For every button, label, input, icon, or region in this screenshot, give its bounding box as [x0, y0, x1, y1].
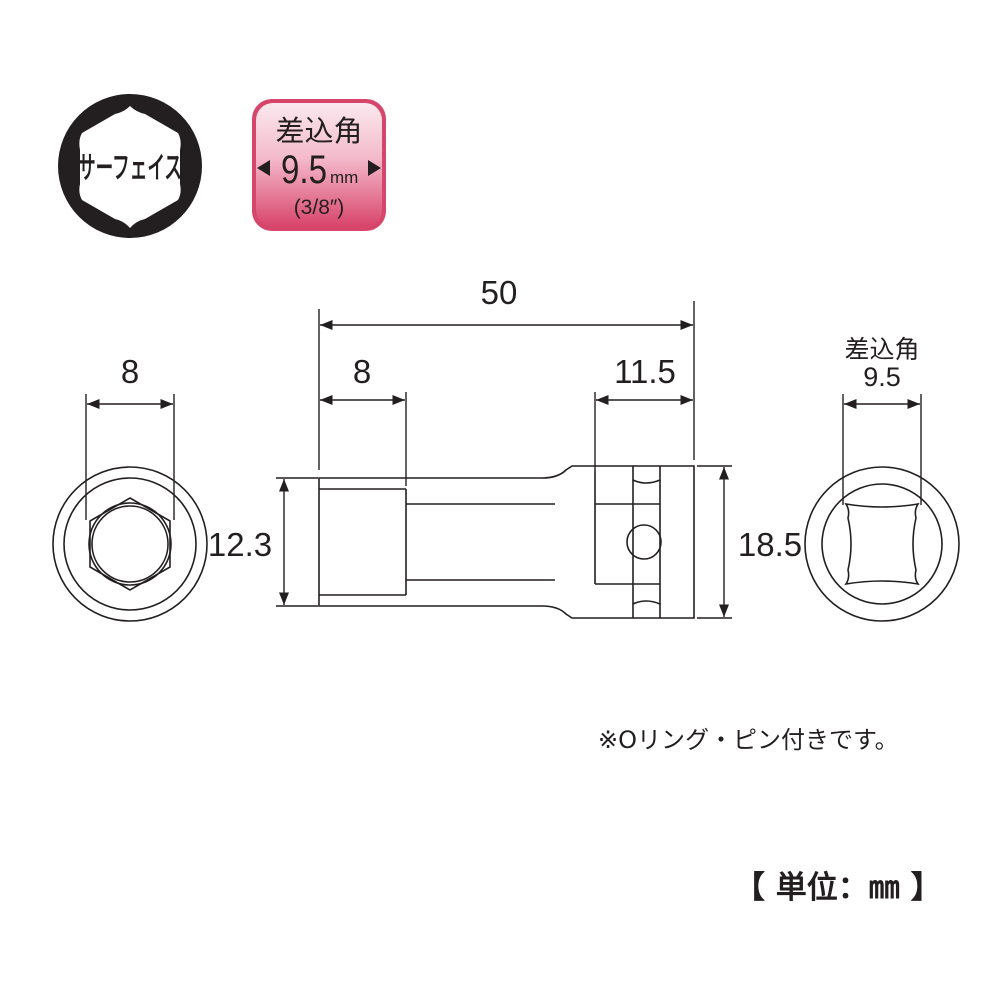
rear-diameter-label: 18.5	[738, 526, 802, 563]
hex-width-dimension	[85, 394, 175, 520]
rear-view	[804, 466, 960, 622]
square-depth-label: 11.5	[614, 353, 676, 390]
front-diameter-label: 12.3	[208, 526, 272, 563]
drive-dimension-title: 差込角	[844, 335, 919, 364]
drive-size-dimension	[842, 394, 922, 505]
surface-badge-label: サーフェイス	[78, 151, 182, 186]
drive-badge-size: 9.5	[281, 148, 327, 192]
side-view	[318, 465, 695, 619]
hex-depth-label: 8	[353, 353, 371, 390]
overall-length-dimension	[318, 301, 695, 470]
hex-width-label: 8	[121, 353, 139, 390]
hexagon-shape	[79, 106, 181, 228]
drive-size-badge: 差込角 9.5 mm (3/8″)	[252, 99, 386, 231]
drive-badge-unit: mm	[330, 168, 358, 187]
square-depth-dimension	[594, 392, 693, 470]
overall-length-label: 50	[481, 274, 518, 311]
hex-depth-dimension	[320, 392, 407, 486]
arrow-right-icon	[368, 160, 381, 176]
front-view	[52, 466, 208, 622]
drive-dimension-size: 9.5	[863, 362, 901, 392]
unit-label: 【 単位：㎜ 】	[734, 870, 942, 906]
retaining-pin	[626, 524, 662, 560]
surface-badge: サーフェイス	[58, 94, 202, 238]
accessory-note: ※Oリング・ピン付きです。	[598, 726, 899, 754]
rear-diameter-dimension	[697, 465, 732, 619]
drive-badge-inch: (3/8″)	[294, 196, 345, 219]
drive-badge-title: 差込角	[275, 114, 362, 148]
arrow-left-icon	[257, 160, 270, 176]
front-diameter-dimension	[276, 477, 318, 607]
